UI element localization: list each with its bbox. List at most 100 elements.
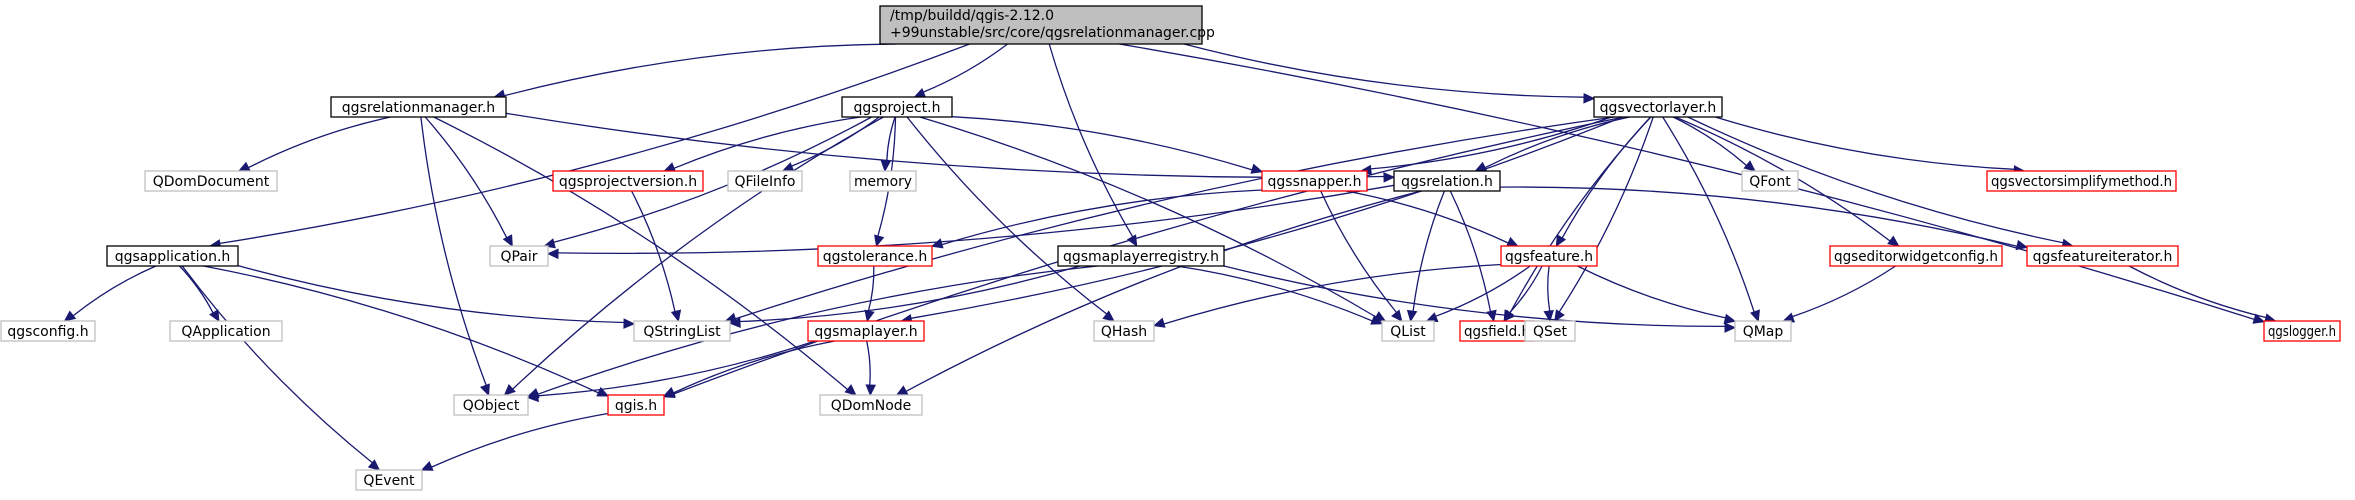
edge-qgsfeature-to-qlist: [1425, 265, 1531, 323]
node-qgsmaplayerregistry[interactable]: qgsmaplayerregistry.h: [1057, 245, 1225, 267]
edge-qgsproject-to-memory: [880, 116, 896, 173]
edge-qgsapplication-to-qevent: [181, 265, 381, 471]
node-label: qgis.h: [615, 398, 657, 414]
node-qgssnapper[interactable]: qgssnapper.h: [1261, 170, 1368, 192]
node-qdomnode[interactable]: QDomNode: [819, 394, 923, 416]
edge-line: [537, 265, 1098, 395]
node-qgsfeature[interactable]: qgsfeature.h: [1500, 245, 1598, 267]
edge-arrowhead: [913, 87, 927, 98]
node-qhash[interactable]: QHash: [1093, 320, 1155, 342]
edges-layer: [63, 43, 2277, 471]
edge-arrowhead: [1506, 236, 1519, 247]
edge-arrowhead: [865, 384, 876, 397]
node-label: QFont: [1749, 174, 1791, 190]
edge-arrowhead: [502, 234, 513, 248]
edge-arrowhead: [1370, 314, 1384, 325]
node-qevent[interactable]: QEvent: [355, 469, 423, 491]
node-qgsrelation[interactable]: qgsrelation.h: [1393, 170, 1501, 192]
edge-qgsproject-to-qhash: [906, 116, 1115, 322]
edge-line: [1048, 43, 1134, 238]
root-file-path-line1: /tmp/buildd/qgis-2.12.0: [890, 8, 1054, 24]
node-qlist[interactable]: QList: [1381, 320, 1435, 342]
edge-arrowhead: [1543, 310, 1554, 323]
node-label: QHash: [1101, 324, 1147, 340]
edge-line: [673, 340, 836, 394]
edge-arrowhead: [864, 309, 875, 323]
edge-line: [919, 116, 1377, 318]
edge-line: [557, 184, 1395, 254]
node-qgslogger[interactable]: qgslogger.h: [2263, 320, 2341, 342]
edge-line: [1163, 263, 1502, 325]
edge-qgsrelation-to-qgsfield: [1449, 190, 1497, 323]
edge-line: [866, 340, 871, 386]
root-file-node[interactable]: /tmp/buildd/qgis-2.12.0 +99unstable/src/…: [879, 5, 1215, 45]
edge-line: [673, 116, 1624, 395]
edge-qgsproject-to-qgsprojectversion: [663, 116, 861, 172]
edge-line: [1792, 265, 1896, 318]
edge-line: [1119, 43, 2255, 321]
node-label: QStringList: [643, 324, 721, 340]
edge-qgsfeature-to-qhash: [1152, 263, 1502, 328]
node-qgstolerance[interactable]: qgstolerance.h: [817, 245, 933, 267]
edge-qgsrelationmanager-to-qdomdocument: [237, 116, 391, 172]
node-qgsapplication[interactable]: qgsapplication.h: [106, 245, 239, 267]
edge-line: [631, 190, 676, 312]
edge-line: [1509, 116, 1652, 314]
edge-arrowhead: [1583, 93, 1596, 104]
node-qgseditorwidgetconfig[interactable]: qgseditorwidgetconfig.h: [1829, 245, 2003, 267]
node-qstringlist[interactable]: QStringList: [633, 320, 731, 342]
node-qgsconfig[interactable]: qgsconfig.h: [0, 320, 96, 342]
node-qgsprojectversion[interactable]: qgsprojectversion.h: [552, 170, 704, 192]
edge-line: [1509, 265, 1543, 314]
edge-arrowhead: [63, 310, 77, 322]
node-label: qgsconfig.h: [7, 324, 88, 340]
edge-qgsrelationmanager-to-qobject: [420, 116, 490, 397]
edge-qgsproject-to-qgssnapper: [951, 116, 1264, 174]
edge-qgsapplication-to-qstringlist: [237, 264, 636, 329]
edge-line: [1412, 190, 1446, 312]
node-memory[interactable]: memory: [849, 170, 917, 192]
edge-arrowhead: [367, 459, 381, 471]
edge-line: [1687, 116, 2064, 244]
node-qgis[interactable]: qgis.h: [607, 394, 665, 416]
node-qgsrelationmanager[interactable]: qgsrelationmanager.h: [330, 96, 507, 118]
edge-arrowhead: [1406, 309, 1418, 323]
edge-qgsmaplayer-to-qobject: [526, 340, 816, 403]
edge-arrowhead: [1152, 317, 1166, 328]
edge-arrowhead: [1554, 309, 1565, 323]
edge-line: [433, 116, 848, 390]
node-label: qgsrelationmanager.h: [342, 100, 495, 116]
edge-arrowhead: [663, 162, 677, 172]
node-qgsvectorsimplifymethod[interactable]: qgsvectorsimplifymethod.h: [1986, 170, 2177, 192]
edge-root-to-qgsapplication: [208, 43, 970, 250]
node-qfileinfo[interactable]: QFileInfo: [727, 170, 803, 192]
edge-line: [553, 116, 872, 243]
edge-line: [1577, 265, 1726, 319]
node-qpair[interactable]: QPair: [489, 245, 549, 267]
edge-qgsrelation-to-qdomnode: [895, 190, 1422, 396]
node-qgsproject[interactable]: qgsproject.h: [841, 96, 953, 118]
edge-qgsfeature-to-qset: [1543, 265, 1554, 323]
edge-arrowhead: [623, 318, 636, 329]
edge-qgsvectorlayer-to-qgsfeature: [1555, 116, 1652, 248]
node-qdomdocument[interactable]: QDomDocument: [144, 170, 278, 192]
node-qgsmaplayer[interactable]: qgsmaplayer.h: [807, 320, 925, 342]
edge-line: [910, 116, 1623, 319]
edge-line: [512, 116, 884, 390]
node-label: QObject: [463, 398, 520, 414]
edge-arrowhead: [874, 234, 885, 248]
node-qgsvectorlayer[interactable]: qgsvectorlayer.h: [1593, 96, 1723, 118]
node-qmap[interactable]: QMap: [1734, 320, 1792, 342]
node-qgsfeatureiterator[interactable]: qgsfeatureiterator.h: [2026, 245, 2179, 267]
edge-qgsvectorlayer-to-qset: [1554, 116, 1654, 323]
node-qfont[interactable]: QFont: [1741, 170, 1799, 192]
edge-arrowhead: [546, 248, 559, 260]
node-qobject[interactable]: QObject: [453, 394, 529, 416]
node-qgsfield[interactable]: qgsfield.h: [1459, 320, 1535, 342]
node-qset[interactable]: QSet: [1524, 320, 1576, 342]
edge-qgseditorwidgetconfig-to-qmap: [1782, 265, 1896, 323]
edge-line: [735, 116, 1615, 320]
node-qapplication[interactable]: QApplication: [169, 320, 283, 342]
edge-arrowhead: [1486, 309, 1497, 323]
edge-qgsvectorlayer-to-qfont: [1672, 116, 1756, 172]
